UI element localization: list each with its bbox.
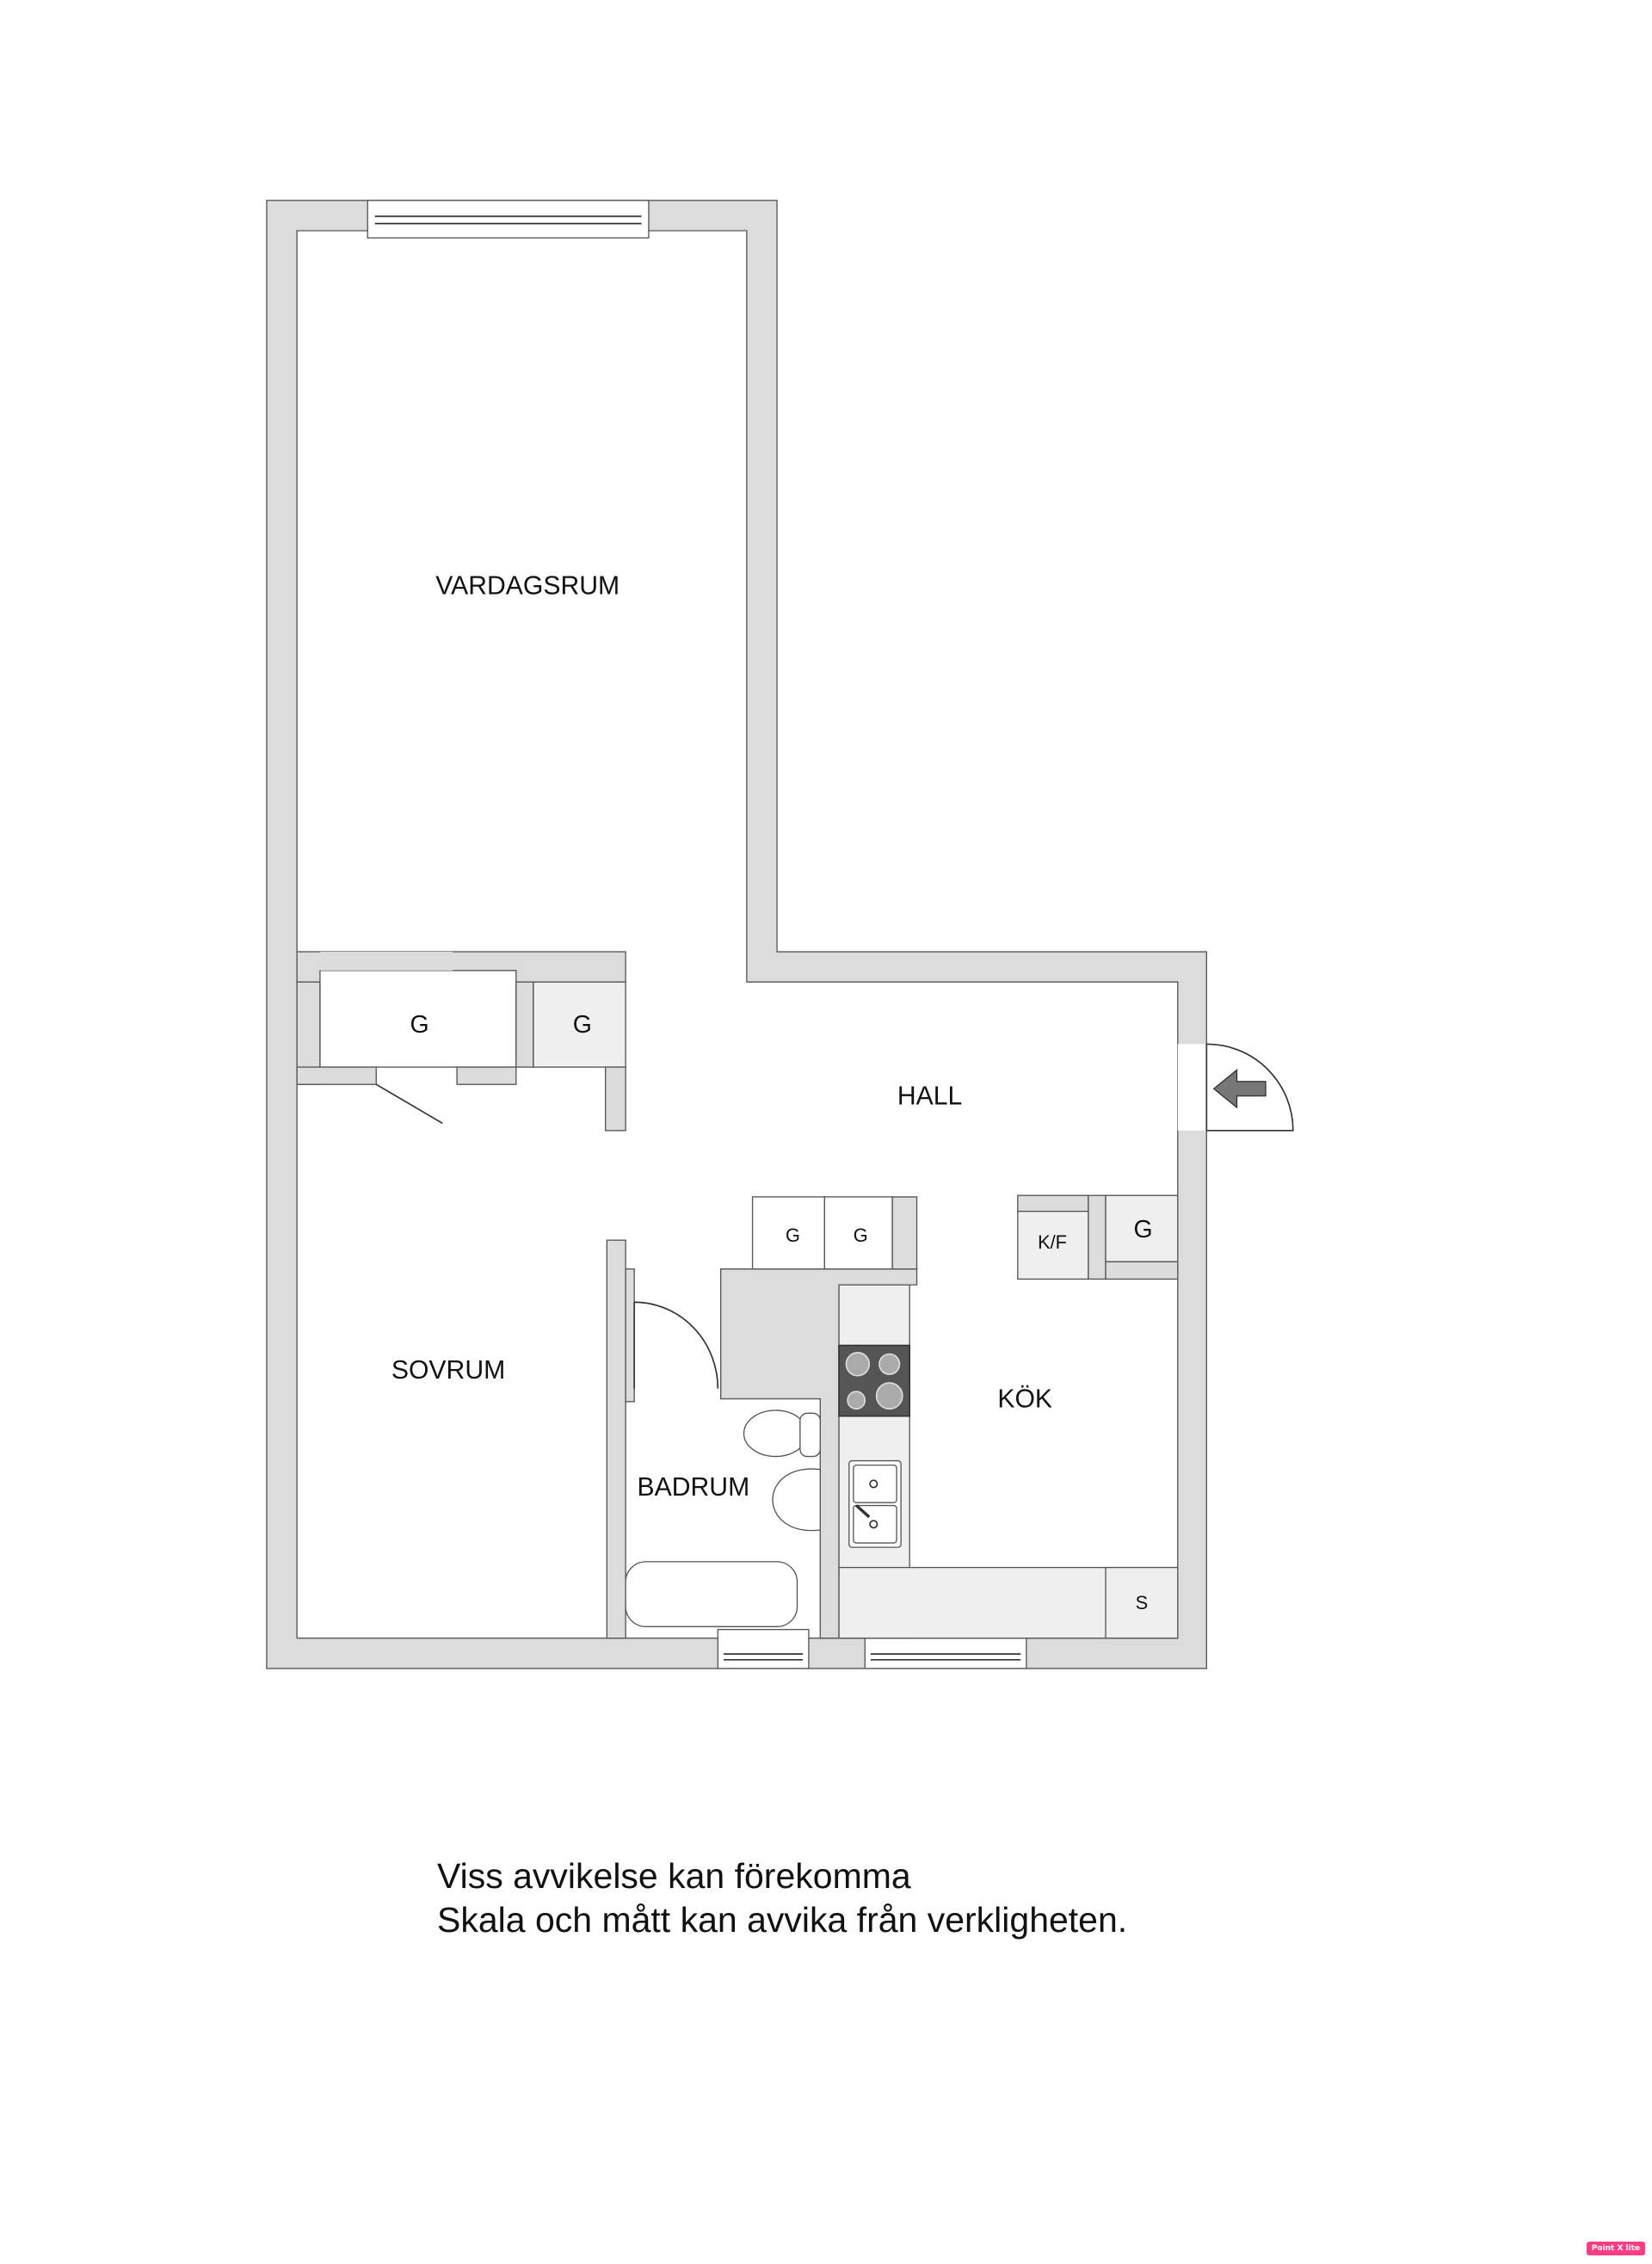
closet-label: G	[1134, 1216, 1153, 1243]
wall	[606, 1239, 626, 1639]
closet-label: G	[854, 1225, 868, 1246]
closet	[823, 1196, 893, 1270]
fridge-freezer	[1017, 1210, 1089, 1280]
closet	[533, 981, 626, 1068]
wall	[515, 981, 534, 1068]
interior-floor	[296, 230, 1179, 1639]
window-top	[367, 200, 650, 239]
wall	[1088, 1194, 1106, 1280]
bedroom-door[interactable]	[375, 1083, 443, 1125]
window-bathroom	[717, 1628, 810, 1669]
fridge-freezer-label: K/F	[1038, 1231, 1067, 1253]
disclaimer: Viss avvikelse kan förekomma Skala och m…	[437, 1854, 1127, 1942]
closet-label: G	[786, 1225, 800, 1246]
closet	[319, 970, 517, 1068]
room-label-hall: HALL	[897, 1083, 962, 1111]
arrow-left-icon	[1212, 1069, 1267, 1109]
entrance-opening	[1177, 1044, 1207, 1131]
wall	[1105, 1261, 1179, 1280]
wall	[1017, 1194, 1089, 1212]
room-label-living: VARDAGSRUM	[435, 571, 620, 600]
closet	[1105, 1194, 1179, 1262]
wall	[891, 1196, 918, 1270]
disclaimer-line-1: Viss avvikelse kan förekomma	[437, 1856, 911, 1896]
bathroom-door[interactable]	[633, 1301, 719, 1389]
room-label-bedroom: SOVRUM	[391, 1356, 505, 1385]
wall	[319, 952, 453, 971]
bathtub	[625, 1561, 798, 1627]
closet-label: G	[573, 1011, 592, 1039]
wall	[456, 1066, 517, 1085]
logo: Point X lite	[1586, 2242, 1645, 2255]
wall	[296, 1066, 377, 1085]
cabinet-s	[1105, 1566, 1179, 1639]
kitchen-sink	[848, 1459, 902, 1548]
closet	[751, 1196, 825, 1270]
washbasin	[772, 1468, 821, 1532]
toilet	[743, 1410, 821, 1458]
stove-burners	[845, 1352, 903, 1410]
room-label-kitchen: KÖK	[997, 1385, 1052, 1414]
wall	[625, 1268, 635, 1403]
window-kitchen	[864, 1638, 1027, 1669]
room-label-bathroom: BADRUM	[638, 1473, 750, 1502]
closet-label: G	[410, 1011, 428, 1039]
wall	[604, 1066, 626, 1132]
disclaimer-line-2: Skala och mått kan avvika från verklighe…	[437, 1900, 1128, 1940]
cabinet-label: S	[1136, 1592, 1149, 1613]
